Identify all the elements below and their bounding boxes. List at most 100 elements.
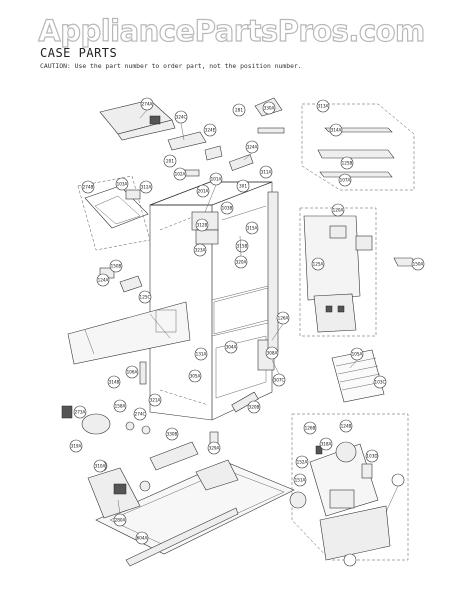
callout-bubble: 125C <box>138 290 152 304</box>
callout-bubble: 315B <box>235 239 249 253</box>
callout-bubble: 151A <box>293 473 307 487</box>
callout-label: 124A <box>98 278 109 283</box>
callout-bubble: 103A <box>115 177 129 191</box>
callout-bubble: 120A <box>331 203 345 217</box>
callout-label: 274A <box>142 102 153 107</box>
callout-bubble: 319A <box>69 439 83 453</box>
diagram-title: CASE PARTS <box>40 46 118 60</box>
callout-bubble: 105A <box>350 347 364 361</box>
callout-bubble: 314B <box>107 375 121 389</box>
callout-label: 103B <box>222 206 233 211</box>
callout-bubble: 103D <box>365 449 379 463</box>
callout-label: 321A <box>150 398 161 403</box>
callout-bubble: 301 <box>236 179 250 193</box>
callout-bubble: 126A <box>276 311 290 325</box>
callout-bubble: 312A <box>139 180 153 194</box>
callout-label: 324C <box>176 115 187 120</box>
callout-bubble: 330A <box>262 101 276 115</box>
callout-label: 323A <box>195 248 206 253</box>
callout-bubble: 314A <box>329 123 343 137</box>
callout-bubble: 304A <box>224 340 238 354</box>
callout-label: 604A <box>137 536 148 541</box>
callout-label: 105A <box>352 352 363 357</box>
callout-bubbles: 274A 324C 324E 201 102A 324A 281 201A 10… <box>69 97 425 567</box>
callout-label: 274B <box>83 185 94 190</box>
callout-bubble: 152A <box>295 455 309 469</box>
callout-label: 281 <box>235 108 243 113</box>
callout-label: 150A <box>413 262 424 267</box>
callout-bubble: 102A <box>173 167 187 181</box>
callout-bubble: 320B <box>247 400 261 414</box>
callout-bubble: 103B <box>220 201 234 215</box>
callout-bubble: 323A <box>193 243 207 257</box>
callout-bubble: 274C <box>133 407 147 421</box>
callout-label: 106A <box>127 370 138 375</box>
callout-label: 107A <box>340 178 351 183</box>
callout-bubble: 307C <box>272 373 286 387</box>
callout-label: 126B <box>305 426 316 431</box>
callout-label: 304A <box>226 345 237 350</box>
callout-bubble: 310A <box>93 459 107 473</box>
callout-label: 131A <box>196 352 207 357</box>
callout-bubble: 313A <box>316 99 330 113</box>
rear-cover-panel <box>67 301 191 365</box>
callout-label: 324A <box>247 145 258 150</box>
callout-bubble: 324A <box>245 140 259 154</box>
callout-label: 103D <box>366 454 377 459</box>
callout-bubble: 126B <box>303 421 317 435</box>
callout-bubble: 274B <box>81 180 95 194</box>
callout-bubble: 273A <box>73 405 87 419</box>
callout-label: 314A <box>331 128 342 133</box>
callout-bubble: 329A <box>207 441 221 455</box>
callout-label: 102A <box>175 172 186 177</box>
callout-label: 125B <box>342 161 353 166</box>
callout-label: 315B <box>237 244 248 249</box>
filter-part <box>228 154 254 171</box>
caution-note: CAUTION: Use the part number to order pa… <box>40 62 302 70</box>
callout-bubble <box>343 553 357 567</box>
callout-label: 274C <box>135 412 146 417</box>
callout-bubble: 324E <box>203 123 217 137</box>
hinge-cover-part <box>167 131 223 177</box>
callout-bubble: 311A <box>259 165 273 179</box>
callout-bubble: 321A <box>148 393 162 407</box>
fan-housing-group <box>289 413 409 561</box>
callout-label: 124B <box>341 424 352 429</box>
callout-bubble: 330B <box>165 427 179 441</box>
callout-bubble: 158A <box>113 399 127 413</box>
callout-label: 301 <box>239 184 247 189</box>
callout-label: 125A <box>313 262 324 267</box>
callout-bubble: 280A <box>113 513 127 527</box>
callout-label: 324E <box>205 128 216 133</box>
callout-bubble: 281 <box>232 103 246 117</box>
callout-bubble: 125A <box>311 257 325 271</box>
ice-tray-part <box>77 175 151 251</box>
callout-label: 101A <box>211 177 222 182</box>
compressor-part <box>61 405 151 435</box>
watermark: AppliancePartsPros.com <box>38 13 426 48</box>
evaporator-coil <box>331 349 385 403</box>
callout-bubble: 125B <box>340 156 354 170</box>
callout-bubble: 124A <box>96 273 110 287</box>
callout-bubble: 604A <box>135 531 149 545</box>
callout-label: 308A <box>267 351 278 356</box>
base-assembly <box>87 459 295 567</box>
callout-bubble: 308A <box>265 346 279 360</box>
callout-label: 312A <box>141 185 152 190</box>
callout-bubble: 201 <box>163 154 177 168</box>
callout-label: 201A <box>198 189 209 194</box>
callout-label: 103A <box>117 182 128 187</box>
callout-bubble: 107A <box>338 173 352 187</box>
callout-label: 103C <box>375 380 386 385</box>
callout-bubble <box>391 473 405 487</box>
callout-label: 330B <box>167 432 178 437</box>
callout-bubble: 324C <box>174 110 188 124</box>
callout-label: 311A <box>261 170 272 175</box>
callout-label: 158A <box>115 404 126 409</box>
callout-bubble: 103C <box>373 375 387 389</box>
callout-label: 318A <box>321 442 332 447</box>
callout-label: 320B <box>249 405 260 410</box>
callout-label: 201 <box>166 159 174 164</box>
callout-label: 280A <box>115 518 126 523</box>
callout-label: 152A <box>297 460 308 465</box>
